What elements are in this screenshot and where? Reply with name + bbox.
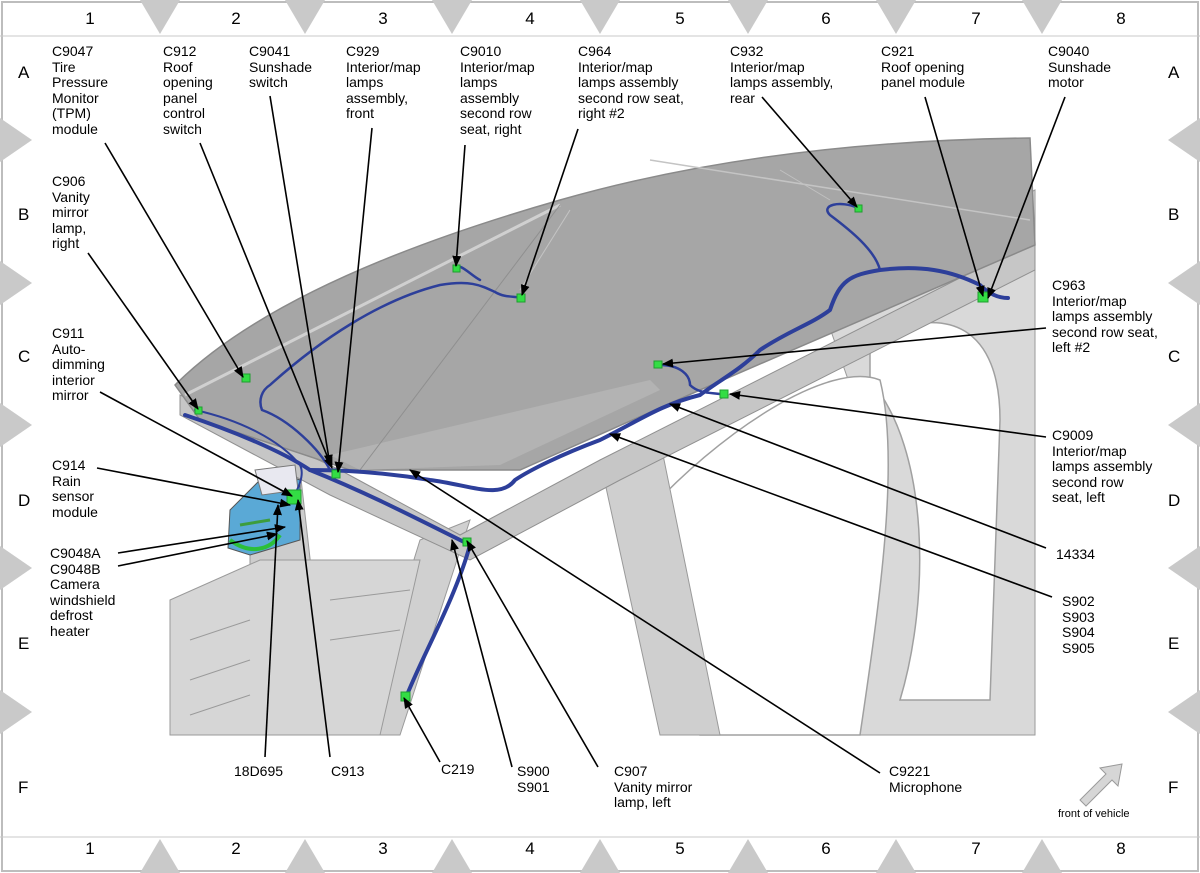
col-label-top-3: 3 xyxy=(378,9,388,28)
leader-lines xyxy=(87,95,1066,774)
callout-c911: C911 Auto- dimming interior mirror xyxy=(52,325,105,404)
row-label-left-f: F xyxy=(18,778,29,797)
border-diamond-right xyxy=(1168,118,1200,162)
row-label-right-f: F xyxy=(1168,778,1179,797)
border-diamond-right xyxy=(1168,690,1200,734)
front-of-vehicle-arrow-icon xyxy=(1079,763,1123,807)
row-label-right-d: D xyxy=(1168,491,1181,510)
callout-c9048: C9048A C9048B Camera windshield defrost … xyxy=(50,545,116,639)
connector-c9010 xyxy=(452,264,461,273)
callout-s902: S902 S903 S904 S905 xyxy=(1062,593,1095,656)
connector-c964 xyxy=(516,293,526,303)
border-diamond-top xyxy=(580,0,620,34)
callout-c9040: C9040 Sunshade motor xyxy=(1048,43,1112,91)
col-label-top-5: 5 xyxy=(675,9,685,28)
border-diamond-top xyxy=(140,0,180,34)
border-diamond-right xyxy=(1168,261,1200,305)
callout-c964: C964 Interior/map lamps assembly second … xyxy=(578,43,684,122)
callout-c9221: C9221 Microphone xyxy=(889,763,963,795)
border-diamond-left xyxy=(0,690,32,734)
col-label-top-2: 2 xyxy=(231,9,241,28)
row-label-right-b: B xyxy=(1168,205,1180,224)
row-label-right-e: E xyxy=(1168,634,1180,653)
callout-c913: C913 xyxy=(331,763,365,779)
callout-c9047: C9047 Tire Pressure Monitor (TPM) module xyxy=(52,43,109,137)
col-label-top-6: 6 xyxy=(821,9,831,28)
front-of-vehicle-label: front of vehicle xyxy=(1058,808,1130,820)
border-diamond-left xyxy=(0,546,32,590)
border-diamond-top xyxy=(876,0,916,34)
connector-c9047 xyxy=(241,373,251,383)
col-label-bottom-6: 6 xyxy=(821,839,831,858)
border-diamond-bottom xyxy=(285,839,325,873)
col-label-top-4: 4 xyxy=(525,9,535,28)
border-diamond-left xyxy=(0,118,32,162)
border-diamond-right xyxy=(1168,403,1200,447)
col-label-bottom-5: 5 xyxy=(675,839,685,858)
border-diamond-bottom xyxy=(1022,839,1062,873)
row-label-left-a: A xyxy=(18,63,30,82)
col-label-top-1: 1 xyxy=(85,9,95,28)
col-label-bottom-3: 3 xyxy=(378,839,388,858)
border-diamond-left xyxy=(0,403,32,447)
border-diamond-top xyxy=(1022,0,1062,34)
row-label-left-d: D xyxy=(18,491,31,510)
callout-c929: C929 Interior/map lamps assembly, front xyxy=(346,43,421,122)
border-diamond-left xyxy=(0,261,32,305)
col-label-bottom-7: 7 xyxy=(971,839,981,858)
border-diamond-bottom xyxy=(580,839,620,873)
col-label-top-7: 7 xyxy=(971,9,981,28)
callout-s900: S900 S901 xyxy=(517,763,550,795)
border-diamond-bottom xyxy=(140,839,180,873)
col-label-bottom-2: 2 xyxy=(231,839,241,858)
callout-c932: C932 Interior/map lamps assembly, rear xyxy=(730,43,834,106)
col-label-top-8: 8 xyxy=(1116,9,1126,28)
connector-c906 xyxy=(194,406,203,415)
border-diamond-right xyxy=(1168,546,1200,590)
row-label-right-a: A xyxy=(1168,63,1180,82)
callout-c963: C963 Interior/map lamps assembly second … xyxy=(1052,277,1158,356)
callout-14334: 14334 xyxy=(1056,546,1095,562)
callout-c219: C219 xyxy=(441,761,475,777)
border-diamond-bottom xyxy=(432,839,472,873)
row-label-left-c: C xyxy=(18,347,31,366)
border-diamond-top xyxy=(285,0,325,34)
callout-c921: C921 Roof opening panel module xyxy=(881,43,966,91)
border-diamond-bottom xyxy=(728,839,768,873)
callout-c906: C906 Vanity mirror lamp, right xyxy=(52,173,90,252)
callout-c9009: C9009 Interior/map lamps assembly second… xyxy=(1052,427,1153,506)
callout-c907: C907 Vanity mirror lamp, left xyxy=(614,763,693,811)
connector-c932 xyxy=(854,204,863,213)
connector-c9009 xyxy=(719,389,729,399)
connector-c963 xyxy=(653,360,663,369)
callout-18d695: 18D695 xyxy=(234,763,284,779)
row-label-left-e: E xyxy=(18,634,30,653)
border-diamond-top xyxy=(432,0,472,34)
row-label-right-c: C xyxy=(1168,347,1181,366)
row-label-left-b: B xyxy=(18,205,30,224)
callout-c914: C914 Rain sensor module xyxy=(52,457,98,520)
callout-c912: C912 Roof opening panel control switch xyxy=(163,43,213,137)
col-label-bottom-1: 1 xyxy=(85,839,95,858)
border-diamond-bottom xyxy=(876,839,916,873)
col-label-bottom-4: 4 xyxy=(525,839,535,858)
callout-c9010: C9010 Interior/map lamps assembly second… xyxy=(460,43,535,137)
callout-c9041: C9041 Sunshade switch xyxy=(249,43,313,91)
col-label-bottom-8: 8 xyxy=(1116,839,1126,858)
border-diamond-top xyxy=(728,0,768,34)
